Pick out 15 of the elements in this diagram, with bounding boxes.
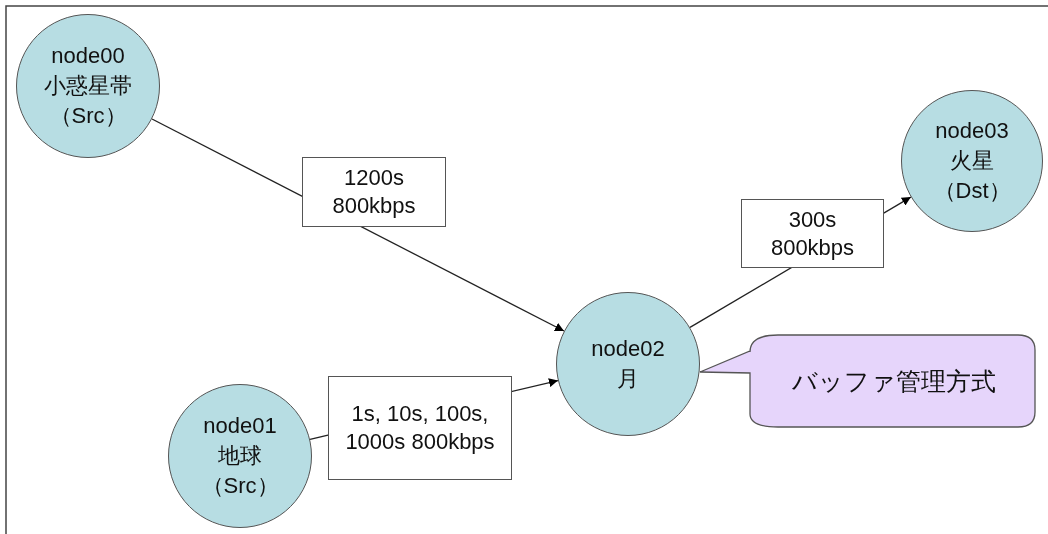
node-label: （Src） — [201, 472, 279, 500]
edge-label: 1200s 800kbps — [302, 157, 446, 227]
speech-bubble: バッファ管理方式 — [698, 334, 1038, 428]
node-label: 月 — [617, 365, 639, 393]
node-label: （Src） — [49, 102, 127, 130]
node-label: 小惑星帯 — [44, 72, 132, 100]
edge-label: 1s, 10s, 100s, 1000s 800kbps — [328, 376, 512, 480]
node-label: node03 — [935, 117, 1009, 145]
node-label: node01 — [203, 412, 277, 440]
edge-label: 300s 800kbps — [741, 199, 884, 268]
node-label: （Dst） — [933, 177, 1011, 205]
node-label: node00 — [51, 42, 125, 70]
node-label: 地球 — [218, 442, 262, 470]
node-label: 火星 — [950, 147, 994, 175]
node-label: node02 — [591, 335, 665, 363]
